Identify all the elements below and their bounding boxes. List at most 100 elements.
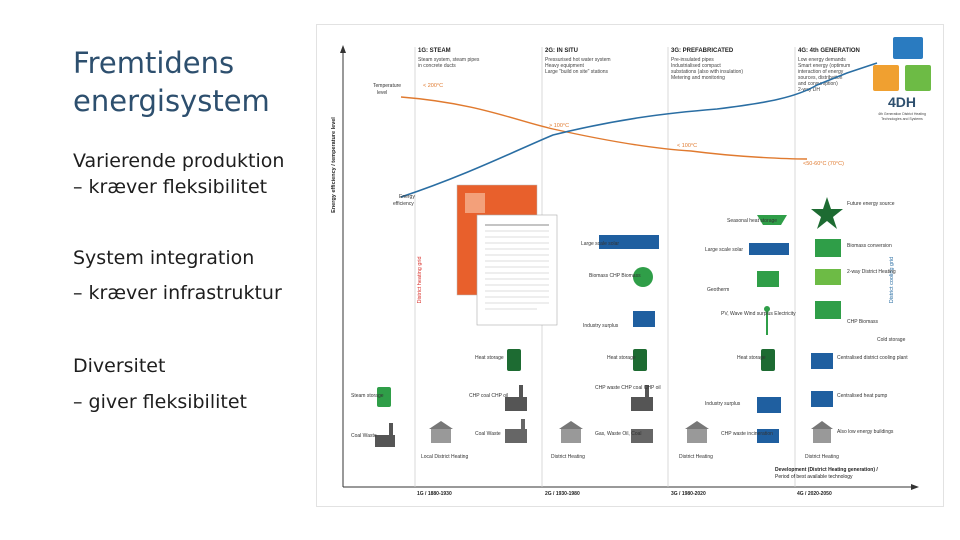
heat-pump-icon <box>811 391 833 407</box>
slide-title: Fremtidens energisystem <box>73 44 313 120</box>
industry-icon-4g <box>757 397 781 413</box>
col1-item-1: Steam storage <box>351 393 384 399</box>
bullet-5: Diversitet <box>73 355 166 377</box>
gen4-header: 4G: 4th GENERATION <box>798 48 860 54</box>
chp-plant-icon-3g <box>631 385 653 411</box>
temp-4g: <50-60°C (70°C) <box>803 161 844 167</box>
efficiency-label-2: efficiency <box>393 201 414 207</box>
col3-item-6: Seasonal heat storage <box>727 218 777 224</box>
col4-item-5: CHP waste incineration <box>721 431 773 437</box>
col4-item-4: Industry surplus <box>705 401 741 407</box>
gen3-desc-1: Pre-insulated pipes <box>671 57 714 63</box>
y-axis-arrow-icon <box>340 45 346 53</box>
district-cooling-plant-icon <box>811 353 833 369</box>
axis-label-4g: 4G / 2020-2050 <box>797 491 832 497</box>
efficiency-curve <box>400 62 878 198</box>
col3-item-4: CHP waste CHP coal CHP oil <box>595 385 661 391</box>
4dh-logo: 4DH 4th Generation District Heating Tech… <box>873 37 931 121</box>
col4-item-9: CHP Biomass <box>847 319 879 325</box>
waste-plant-icon-3g <box>631 429 653 443</box>
col3-item-5: Gas, Waste Oil, Coal <box>595 431 642 437</box>
chp-biomass-icon <box>815 301 841 319</box>
gen3-desc-3: substations (also with insulation) <box>671 69 743 75</box>
gen1-header: 1G: STEAM <box>418 48 451 54</box>
col4-item-2: PV, Wave Wind surplus Electricity <box>721 311 796 317</box>
col4-item-7: Biomass conversion <box>847 243 892 249</box>
gen3-desc-4: Metering and monitoring <box>671 75 725 81</box>
house-icon-4g <box>685 421 709 443</box>
bullet-4: – kræver infrastruktur <box>73 282 282 304</box>
gen2-desc-2: Heavy equipment <box>545 63 585 69</box>
col3-item-2: Industry surplus <box>583 323 619 329</box>
seasonal-storage-icon <box>757 215 787 225</box>
col2-item-4: Large scale solar <box>581 241 619 247</box>
waste-incineration-icon <box>757 429 779 443</box>
district-heating-grid-label: District heating grid <box>417 256 423 303</box>
chp-plant-icon-2g <box>505 385 527 411</box>
bullet-3: System integration <box>73 247 255 269</box>
efficiency-label-1: Energy <box>399 194 415 200</box>
logo-text: 4DH <box>888 94 916 110</box>
col3-item-7: Large scale solar <box>705 247 743 253</box>
col2-item-2: CHP coal CHP oil <box>469 393 508 399</box>
gen4-desc-3: interaction of energy <box>798 69 844 75</box>
axis-label-2g: 2G / 1930-1980 <box>545 491 580 497</box>
logo-subtitle-1: 4th Generation District Heating <box>878 112 926 116</box>
gen3-header: 3G: PREFABRICATED <box>671 48 734 54</box>
col5-item-2: Centralised heat pump <box>837 393 888 399</box>
col1-item-2: Coal Waste <box>351 433 377 439</box>
bullet-1: Varierende produktion <box>73 150 285 172</box>
industry-icon-3g <box>633 311 655 327</box>
house-icon-2g <box>429 421 453 443</box>
logo-subtitle-2: Technologies and Systems <box>881 117 923 121</box>
biomass-conversion-icon <box>815 239 841 257</box>
bottom-label-3g: District Heating <box>679 454 713 460</box>
low-energy-building-icon <box>811 421 833 443</box>
col2-item-3: Coal Waste <box>475 431 501 437</box>
col4-item-10: Cold storage <box>877 337 906 343</box>
bottom-label-2g: District Heating <box>551 454 585 460</box>
gen4-desc-2: Smart energy (optimum <box>798 63 850 69</box>
col3-item-1: Biomass CHP Biomass <box>589 273 641 279</box>
document-thumbnails <box>456 184 558 326</box>
title-line-2: energisystem <box>73 84 270 118</box>
temp-3g: < 100°C <box>677 143 697 149</box>
temperature-curve <box>400 96 808 160</box>
gen4-desc-4: sources, distribution <box>798 75 843 81</box>
solar-panels-icon-4g <box>749 243 789 255</box>
temperature-label-2: level <box>377 90 387 96</box>
two-way-dh-icon <box>815 269 841 285</box>
house-icon-3g <box>559 421 583 443</box>
solar-panels-icon-3g <box>599 235 659 249</box>
bullet-2: – kræver fleksibilitet <box>73 176 268 198</box>
waste-plant-icon-2g <box>505 419 527 443</box>
coal-plant-icon <box>375 423 395 447</box>
steam-storage-icon <box>377 387 391 407</box>
y-axis-label: Energy efficiency / temperature level <box>331 117 337 213</box>
gen4-desc-1: Low energy demands <box>798 57 846 63</box>
gen1-desc-2: in concrete ducts <box>418 63 456 69</box>
gen2-desc-3: Large "build on site" stations <box>545 69 609 75</box>
col5-item-3: Also low energy buildings <box>837 429 894 435</box>
col4-item-8: 2-way District Heating <box>847 269 896 275</box>
gen3-desc-2: Industrialised compact <box>671 63 721 69</box>
temperature-label-1: Temperature <box>373 83 401 89</box>
geothermal-icon <box>757 271 779 287</box>
col5-item-1: Centralised district cooling plant <box>837 355 908 361</box>
col4-item-3: Heat storage <box>737 355 766 361</box>
bottom-label-4g: District Heating <box>805 454 839 460</box>
temp-2g: > 100°C <box>549 123 569 129</box>
development-label-2: Period of best available technology <box>775 474 853 480</box>
bottom-label-1g: Local District Heating <box>421 454 468 460</box>
gen2-desc-1: Pressurised hot water system <box>545 57 611 63</box>
col4-item-1: Geotherm <box>707 287 729 293</box>
col4-item-6: Future energy source <box>847 201 895 207</box>
title-line-1: Fremtidens <box>73 46 235 80</box>
x-axis-arrow-icon <box>911 484 919 490</box>
axis-label-3g: 3G / 1980-2020 <box>671 491 706 497</box>
wind-turbine-icon <box>764 306 770 335</box>
heat-storage-icon-3g <box>633 349 647 371</box>
4dh-generations-figure: Energy efficiency / temperature level 1G… <box>316 24 944 507</box>
gen1-desc-1: Steam system, steam pipes <box>418 57 480 63</box>
bullet-6: – giver fleksibilitet <box>73 391 247 413</box>
